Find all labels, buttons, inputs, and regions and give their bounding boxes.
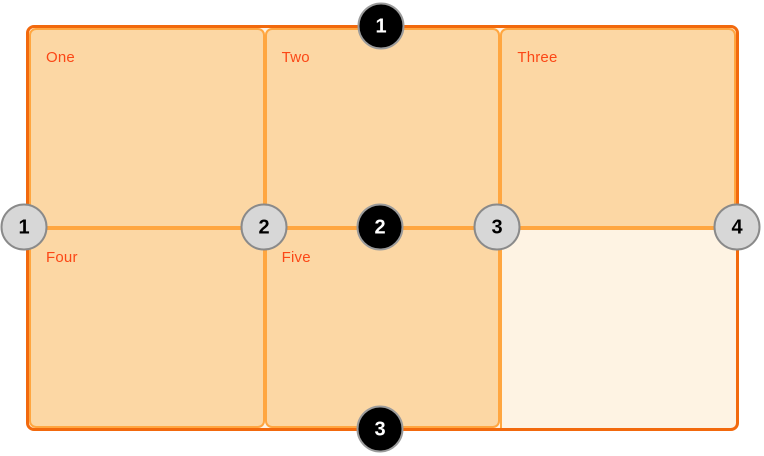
column-line-3-marker-icon: 3: [473, 203, 521, 251]
column-line-2-marker-icon: 2: [240, 203, 288, 251]
cell-label-five: Five: [281, 249, 311, 266]
cell-label-three: Three: [517, 49, 558, 66]
column-line-2-number: 2: [258, 216, 270, 238]
row-line-1-marker-icon: 1: [357, 2, 405, 50]
column-line-4-marker-icon: 4: [713, 203, 761, 251]
cell-label-two: Two: [281, 49, 310, 66]
grid-cell-empty: [500, 228, 736, 428]
column-line-1-marker-icon: 1: [0, 203, 48, 251]
row-line-2-marker-icon: 2: [356, 203, 404, 251]
grid-container: One Two Three Four Five: [26, 25, 739, 431]
column-line-4-number: 4: [731, 216, 743, 238]
row-line-3-number: 3: [374, 418, 386, 440]
row-line-3-marker-icon: 3: [356, 405, 404, 453]
grid-cell-four: Four: [29, 228, 265, 428]
row-line-1-number: 1: [375, 15, 387, 37]
row-line-2-number: 2: [374, 216, 386, 238]
column-line-3-number: 3: [491, 216, 503, 238]
grid-cell-one: One: [29, 28, 265, 228]
cell-label-one: One: [46, 49, 75, 66]
column-line-1-number: 1: [18, 216, 30, 238]
grid-cell-five: Five: [264, 228, 501, 428]
grid-cell-two: Two: [264, 28, 501, 228]
grid-cell-three: Three: [500, 28, 736, 228]
cell-label-four: Four: [46, 249, 78, 266]
